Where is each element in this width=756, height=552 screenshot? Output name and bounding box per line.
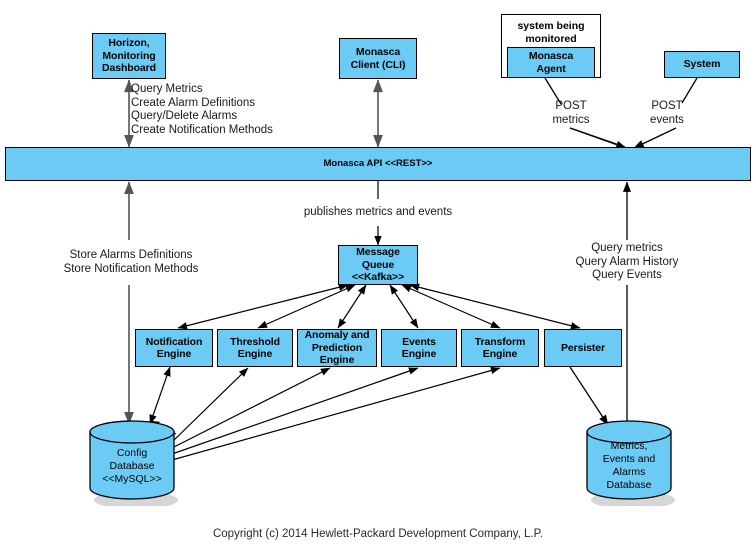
node-threshold-line2: Engine [237,348,273,360]
metrics-db-line4: Database [606,479,652,491]
node-message-queue[interactable]: Message Queue <<Kafka>> [338,245,418,285]
node-events-line1: Events [402,335,436,348]
node-cli-line2: Client (CLI) [350,58,406,71]
node-persister-line1: Persister [560,341,606,354]
annotation-post-metrics: POST metrics [552,100,590,126]
config-db-line3: <<MySQL>> [102,473,162,485]
node-notification-line2: Engine [156,348,192,360]
edge-mq-persister [409,283,581,330]
node-monasca-client-cli[interactable]: Monasca Client (CLI) [339,38,417,79]
node-anomaly-line1: Anomaly and [304,329,370,342]
node-transform-line1: Transform [474,335,526,348]
edge-configdb-anomaly [171,367,331,449]
edge-persister-metricsdb [569,366,609,426]
node-transform-engine[interactable]: Transform Engine [461,329,539,367]
node-threshold-line1: Threshold [230,335,280,348]
node-threshold-engine[interactable]: Threshold Engine [217,329,293,367]
node-system[interactable]: System [664,51,740,78]
copyright-footer: Copyright (c) 2014 Hewlett-Packard Devel… [212,528,544,540]
metrics-db-shape [586,420,675,509]
node-agent-line1: Monasca [528,50,574,62]
edge-configdb-events [171,367,419,455]
edge-mq-events [389,284,419,329]
metrics-db-line2: Events and [602,453,656,465]
edge-agent-api [569,127,627,149]
annotation-store-actions: Store Alarms Definitions Store Notificat… [63,249,199,275]
node-horizon-dashboard[interactable]: Horizon, Monitoring Dashboard [92,33,166,79]
node-horizon-line1: Horizon, [108,37,150,50]
node-horizon-line3: Dashboard [102,62,156,75]
config-db-text: Config Database <<MySQL>> [84,447,180,486]
config-db-line1: Config [116,447,148,459]
node-horizon-line2: Monitoring [102,49,156,62]
edge-configdb-notification [149,366,171,425]
edge-configdb-transform [171,366,501,461]
node-config-database[interactable]: Config Database <<MySQL>> [84,418,180,509]
edge-configdb-threshold [171,367,249,443]
node-anomaly-line2: Prediction [311,341,363,354]
node-events-engine[interactable]: Events Engine [381,329,457,367]
node-monasca-agent[interactable]: Monasca Agent [507,47,595,78]
node-notification-line1: Notification [145,335,203,348]
node-anomaly-line3: Engine [319,354,355,367]
config-db-shape [89,420,178,509]
annotation-publishes-metrics-events: publishes metrics and events [303,206,453,218]
node-cli-line1: Monasca [355,46,401,58]
node-anomaly-prediction-engine[interactable]: Anomaly and Prediction Engine [297,329,377,367]
node-persister[interactable]: Persister [544,329,622,367]
node-system-line1: System [683,58,721,71]
node-monasca-api[interactable]: Monasca API <<REST>> [5,147,751,181]
system-being-monitored-label: system being monitored [517,20,585,45]
node-agent-line2: Agent [536,62,566,75]
node-api-line1: Monasca API [323,158,383,170]
node-mq-line2: Queue [361,258,395,271]
edge-mq-anomaly [337,284,367,329]
node-notification-engine[interactable]: Notification Engine [135,329,213,367]
config-db-line2: Database [109,460,155,472]
edge-mq-threshold [257,284,356,329]
annotation-post-events: POST events [650,100,684,126]
node-mq-line3: <<Kafka>> [351,271,405,284]
metrics-db-text: Metrics, Events and Alarms Database [581,440,677,492]
annotation-dashboard-actions: Query Metrics Create Alarm Definitions Q… [131,83,273,136]
edge-mq-transform [401,284,501,329]
annotation-query-actions: Query metrics Query Alarm History Query … [575,242,679,281]
node-events-line2: Engine [401,348,437,360]
node-api-line2: <<REST>> [384,158,433,170]
node-metrics-events-alarms-database[interactable]: Metrics, Events and Alarms Database [581,418,677,509]
node-transform-line2: Engine [482,348,518,360]
edge-system-api [633,127,677,149]
node-mq-line1: Message [356,246,400,259]
edge-mq-notification [177,283,349,330]
metrics-db-line1: Metrics, [610,440,648,452]
metrics-db-line3: Alarms [612,466,646,478]
